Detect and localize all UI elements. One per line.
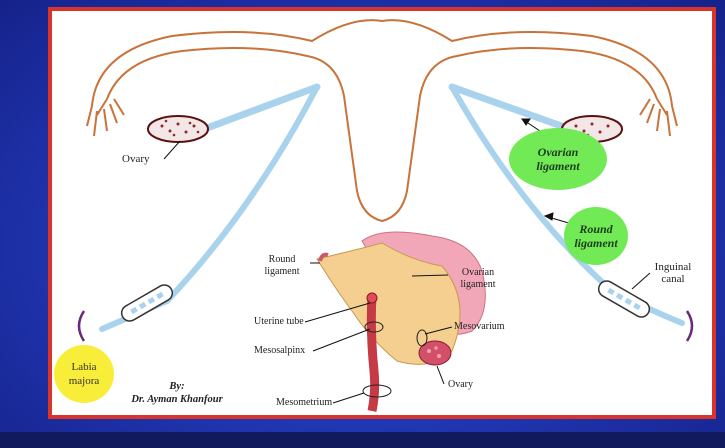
label-ovary-left: Ovary [122,153,150,165]
highlight-round-ligament: Round ligament [564,207,628,265]
credit-by: By: [112,380,242,393]
label-mesometrium: Mesometrium [276,397,332,409]
label-ovarian-ligament: Ovarian ligament [526,145,590,173]
label-ovary-inset: Ovary [448,379,473,391]
highlight-labia-majora: Labia majora [54,345,114,403]
label-mesosalpinx: Mesosalpinx [254,345,305,357]
credit-author: Dr. Ayman Khanfour [112,393,242,406]
highlight-ovarian-ligament: Ovarian ligament [509,128,607,190]
left-round-ligament [102,87,317,329]
label-inset-ovarian-ligament: Ovarian ligament [450,267,506,291]
label-mesovarium: Mesovarium [454,321,505,333]
left-ovary-shape [148,116,208,142]
label-inset-round-ligament: Round ligament [254,254,310,278]
label-uterine-tube: Uterine tube [254,316,304,328]
diagram-frame: Ovary Ovarian ligament Round ligament La… [48,7,716,419]
label-inguinal-canal: Inguinal canal [648,261,698,285]
bottom-strip [0,432,725,448]
label-round-ligament: Round ligament [571,222,621,250]
author-credit: By: Dr. Ayman Khanfour [112,380,242,406]
label-labia-majora: Labia majora [63,360,105,388]
